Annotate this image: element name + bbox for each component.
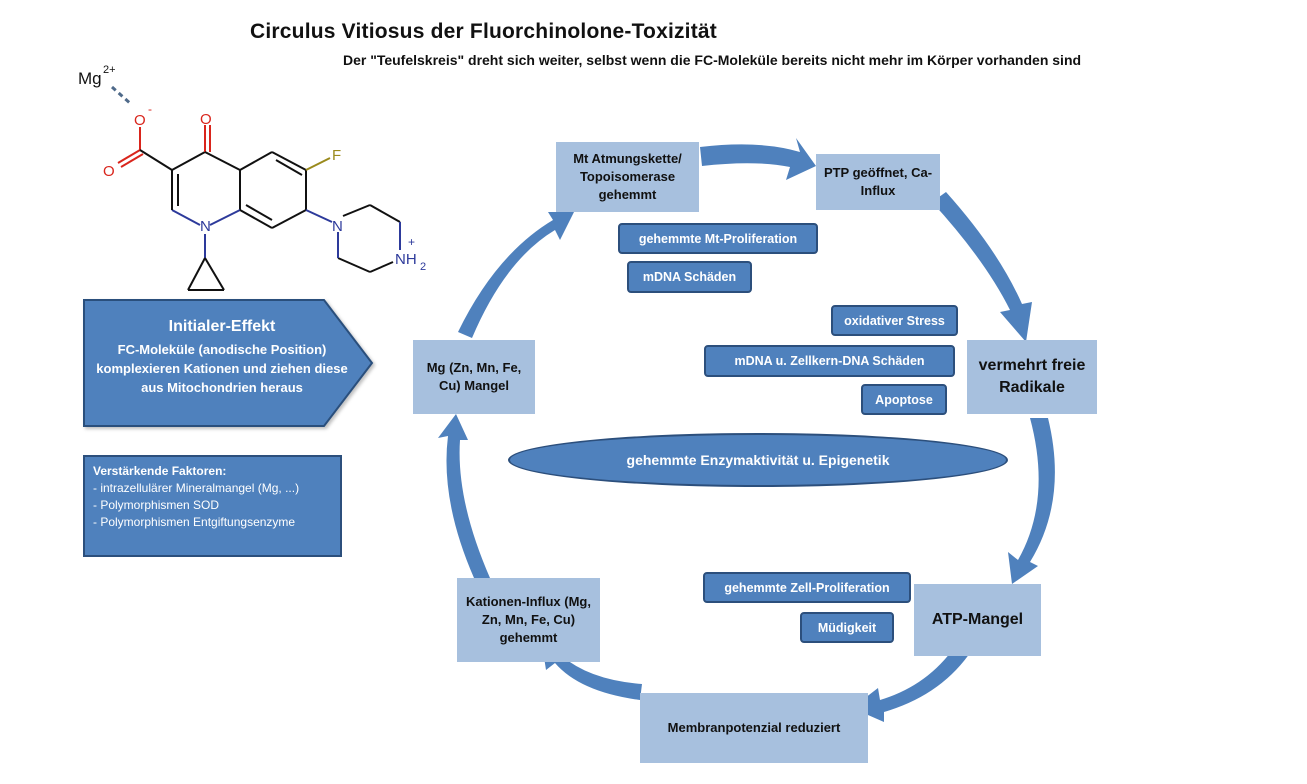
nh2-label: NH [395, 251, 417, 268]
node-radikale: vermehrt freie Radikale [967, 340, 1097, 414]
nh2-subscript: 2 [420, 261, 426, 273]
center-ellipse: gehemmte Enzymaktivität u. Epigenetik [508, 433, 1008, 487]
arrow-ptp-to-radikale [932, 192, 1032, 342]
initial-effect-body: FC-Moleküle (anodische Position) komplex… [96, 342, 348, 395]
initial-effect-title: Initialer-Effekt [168, 318, 276, 335]
node-membran: Membranpotenzial reduziert [640, 693, 868, 763]
node-kationen: Kationen-Influx (Mg, Zn, Mn, Fe, Cu) geh… [457, 578, 600, 662]
factors-heading: Verstärkende Faktoren: [93, 464, 227, 478]
mg-charge: 2+ [103, 64, 116, 76]
o-minus-label: O [134, 112, 146, 129]
node-atp: ATP-Mangel [914, 584, 1041, 656]
arrow-atmung-to-ptp [700, 138, 816, 180]
arrow-mangel-to-atmung [458, 212, 574, 338]
arrow-kationen-to-mangel [438, 414, 490, 578]
n-piperazine-label: N [332, 218, 343, 235]
n-ring-label: N [200, 218, 211, 235]
initial-effect-text: Initialer-Effekt FC-Moleküle (anodische … [86, 318, 358, 397]
nh2-charge: + [408, 235, 415, 249]
effect-apoptose: Apoptose [861, 384, 947, 415]
node-atmungskette: Mt Atmungskette/ Topoisomerase gehemmt [556, 142, 699, 212]
factor-item: - Polymorphismen SOD [93, 498, 220, 512]
factor-item: - intrazellulärer Mineralmangel (Mg, ...… [93, 481, 300, 495]
o-carbonyl-label: O [200, 111, 212, 128]
factors-box: Verstärkende Faktoren: - intrazellulärer… [83, 455, 342, 557]
arrow-atp-to-membran [852, 642, 972, 722]
node-mangel: Mg (Zn, Mn, Fe, Cu) Mangel [413, 340, 535, 414]
initial-effect-shape [83, 299, 374, 427]
page-title: Circulus Vitiosus der Fluorchinolone-Tox… [250, 20, 717, 43]
effect-zell-proliferation: gehemmte Zell-Proliferation [703, 572, 911, 603]
factor-item: - Polymorphismen Entgiftungsenzyme [93, 515, 296, 529]
o-acid-label: O [103, 163, 115, 180]
effect-mt-proliferation: gehemmte Mt-Proliferation [618, 223, 818, 254]
node-ptp: PTP geöffnet, Ca-Influx [816, 154, 940, 210]
cycle-arrows [438, 138, 1055, 722]
molecule-labels: Mg 2+ O - O O F N N NH 2 + [78, 64, 426, 273]
arrow-membran-to-kationen [542, 644, 642, 700]
o-minus-charge: - [148, 102, 152, 116]
fluorine-label: F [332, 147, 341, 164]
arrow-radikale-to-atp [1008, 418, 1055, 584]
effect-mdna: mDNA Schäden [627, 261, 752, 293]
effect-muedigkeit: Müdigkeit [800, 612, 894, 643]
fluoroquinolone-molecule [110, 85, 401, 291]
effect-oxidativer-stress: oxidativer Stress [831, 305, 958, 336]
page-subtitle: Der "Teufelskreis" dreht sich weiter, se… [342, 52, 1082, 68]
mg-label: Mg [78, 69, 102, 88]
effect-zellkern-dna: mDNA u. Zellkern-DNA Schäden [704, 345, 955, 377]
